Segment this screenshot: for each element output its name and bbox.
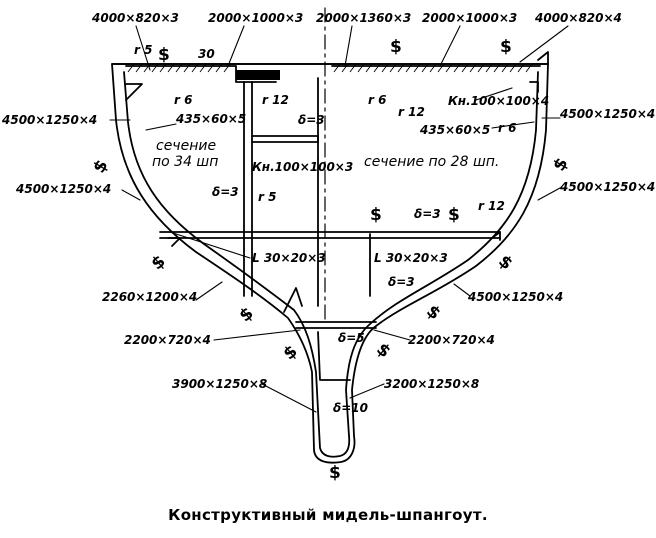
dim-gap-30: 30: [198, 47, 215, 61]
radius-r12-mid: r 12: [262, 93, 289, 107]
weld-symbol-13: $: [372, 339, 394, 362]
profile-angle-right: L 30×20×3: [374, 251, 448, 265]
radius-r5-top: r 5: [134, 43, 152, 57]
weld-symbol-2: $: [390, 37, 402, 57]
plate-keel-right: 3200×1250×8: [384, 377, 479, 391]
plate-top-mid-right: 2000×1360×3: [316, 11, 411, 25]
leader-top-right-mid: [439, 25, 461, 67]
plate-bottom-right: 4500×1250×4: [467, 290, 563, 304]
weld-symbol-3: $: [500, 37, 512, 57]
leader-keel-right: [349, 383, 385, 399]
thickness-d10: δ=10: [333, 401, 368, 415]
keel-fin-left: [283, 287, 303, 313]
plate-top-mid-left: 2000×1000×3: [208, 11, 303, 25]
weld-symbol-5: $: [448, 205, 460, 225]
leader-bottom-right: [453, 283, 471, 297]
leader-top-right: [519, 25, 569, 63]
plate-side-right-upper: 4500×1250×4: [559, 107, 655, 121]
leader-frame-left: [145, 123, 177, 131]
plate-keel-left: 3900×1250×8: [172, 377, 267, 391]
plate-top-left: 4000×820×3: [91, 11, 179, 25]
weld-symbol-11: $: [422, 301, 444, 324]
leader-garboard-left: [213, 329, 301, 341]
thickness-d3-keel-web: δ=3: [388, 275, 415, 289]
weld-symbol-12: $: [280, 341, 302, 364]
section-left-line2: по 34 шп: [152, 154, 218, 170]
thickness-d3-floor: δ=3: [414, 207, 441, 221]
radius-r6-center: r 6: [368, 93, 386, 107]
keel-web: [317, 331, 351, 381]
leader-side-left-lower: [121, 189, 141, 201]
plate-garboard-left: 2200×720×4: [124, 333, 211, 347]
profile-bracket-right: Кн.100×100×4: [448, 94, 549, 108]
radius-r12-floor: r 12: [478, 199, 505, 213]
deck-hatching-right: [333, 63, 533, 73]
figure-caption: Конструктивный мидель-шпангоут.: [168, 506, 488, 524]
weld-symbol-9: $: [494, 251, 516, 274]
plate-bottom-left: 2260×1200×4: [102, 290, 197, 304]
weld-symbol-7: $: [549, 154, 572, 174]
leader-top-mid-left: [227, 25, 245, 67]
radius-r6-right: r 6: [498, 121, 516, 135]
weld-symbol-8: $: [148, 251, 170, 274]
bracket-deck-left: [125, 83, 143, 101]
thickness-d5: δ=5: [338, 331, 365, 345]
bracket-floor-right: [491, 231, 501, 241]
plate-side-left-upper: 4500×1250×4: [1, 113, 97, 127]
right-rail: [537, 51, 549, 65]
weld-symbol-10: $: [236, 303, 258, 326]
leader-side-right-lower: [537, 187, 561, 201]
section-left-line1: сечение: [156, 138, 216, 154]
leader-keel-left: [261, 383, 317, 413]
leader-garboard-right: [373, 329, 411, 341]
profile-frame-left: 435×60×5: [175, 112, 246, 126]
leader-top-left: [135, 25, 151, 71]
bracket-floor-left: [167, 237, 181, 247]
plate-side-right-lower: 4500×1250×4: [559, 180, 655, 194]
plate-top-right-mid: 2000×1000×3: [422, 11, 517, 25]
weld-symbol-14: $: [329, 463, 341, 483]
hull-inner-line: [123, 71, 539, 458]
profile-frame-right: 435×60×5: [419, 123, 490, 137]
radius-r5-mid: r 5: [258, 190, 276, 204]
plate-side-left-lower: 4500×1250×4: [15, 182, 111, 196]
plate-top-right: 4000×820×4: [534, 11, 622, 25]
radius-r6-left: r 6: [174, 93, 192, 107]
profile-angle-left: L 30×20×3: [252, 251, 326, 265]
section-right: сечение по 28 шп.: [364, 154, 499, 170]
shelf-upper: [251, 135, 319, 143]
weld-symbol-4: $: [370, 205, 382, 225]
leader-bracket-right: [475, 87, 513, 101]
weld-symbol-1: $: [158, 45, 170, 65]
deck-hatching-left: [127, 63, 231, 73]
radius-r12-center: r 12: [398, 105, 425, 119]
profile-bracket-mid: Кн.100×100×3: [252, 160, 353, 174]
leader-bottom-left: [195, 281, 223, 301]
plate-garboard-right: 2200×720×4: [408, 333, 495, 347]
leader-angle-left: [169, 231, 251, 259]
hull-outer-shell: [111, 63, 549, 464]
thickness-d3-bulkhead: δ=3: [212, 185, 239, 199]
bracket-deck-right: [529, 81, 539, 93]
deck-hatch-left: [236, 70, 280, 80]
thickness-d3-upper: δ=3: [298, 113, 325, 127]
weld-symbol-6: $: [89, 156, 112, 176]
leader-top-mid-right: [344, 25, 353, 67]
leader-frame-right: [491, 121, 535, 129]
